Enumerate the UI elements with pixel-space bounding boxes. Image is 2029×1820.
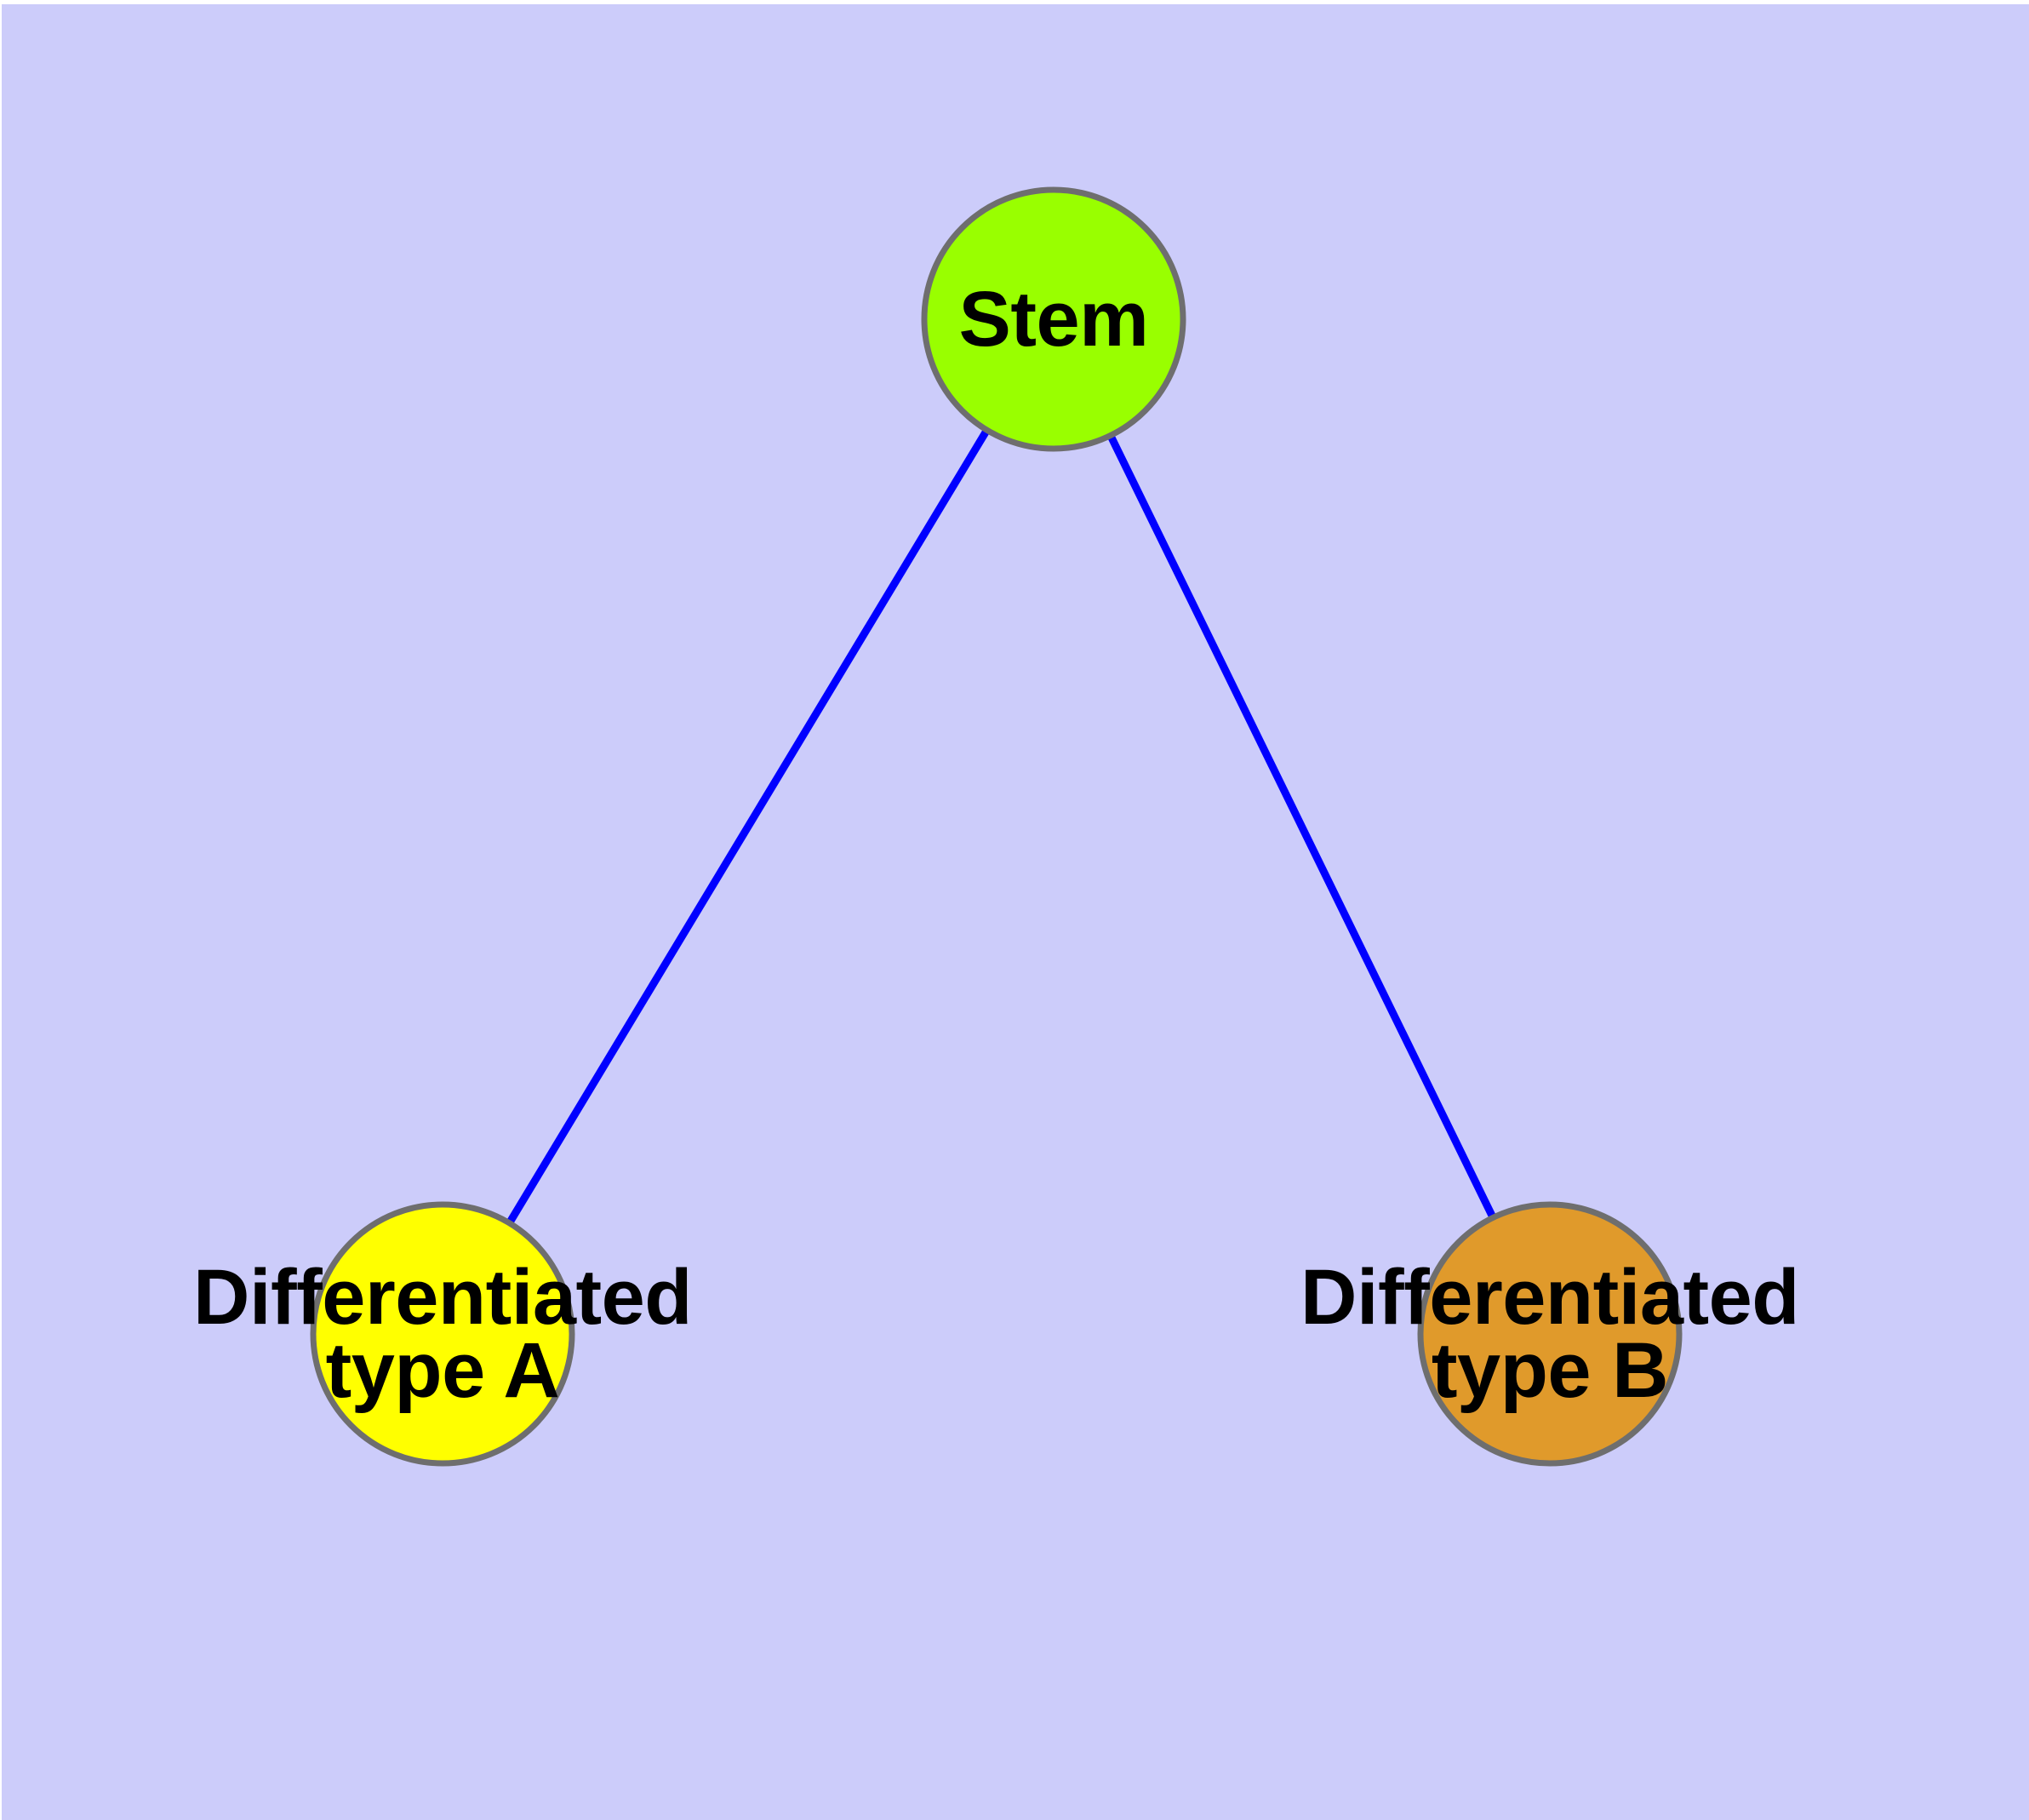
graph-edge-stem-to-diff_b [1049, 318, 1554, 1336]
graph-node-stem[interactable] [921, 186, 1186, 452]
edge-layer [439, 317, 1554, 1336]
node-layer [310, 186, 1683, 1467]
graph-edge-stem-to-diff_a [439, 317, 1057, 1336]
graph-node-diff_a[interactable] [310, 1201, 575, 1467]
graph-node-diff_b[interactable] [1417, 1201, 1683, 1467]
